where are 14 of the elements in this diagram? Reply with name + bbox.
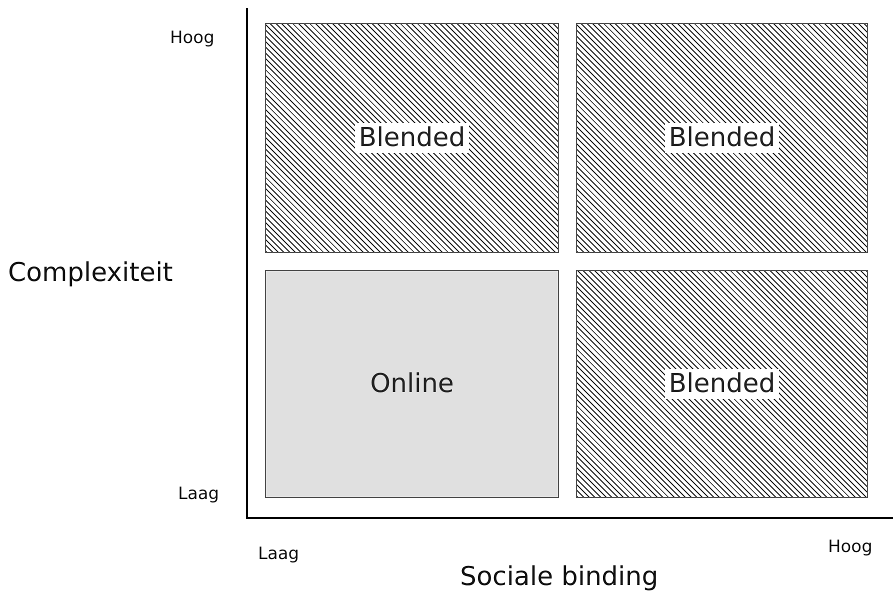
quadrant-label: Online <box>369 369 455 399</box>
axis-tick-label: Laag <box>258 544 300 564</box>
hatched-quadrant <box>576 23 868 253</box>
axis-tick-label: Hoog <box>828 537 872 557</box>
quadrant-label: Blended <box>664 369 780 399</box>
axis-title: Complexiteit <box>8 258 173 288</box>
axis-tick-label: Hoog <box>170 28 214 48</box>
quadrant-label: Blended <box>664 123 780 153</box>
hatched-quadrant <box>576 270 868 498</box>
axis-tick-label: Laag <box>178 484 220 504</box>
quadrant-label: Blended <box>354 123 470 153</box>
hatched-quadrant <box>265 23 559 253</box>
quadrant-box <box>265 270 559 498</box>
axis-title: Sociale binding <box>460 562 658 592</box>
